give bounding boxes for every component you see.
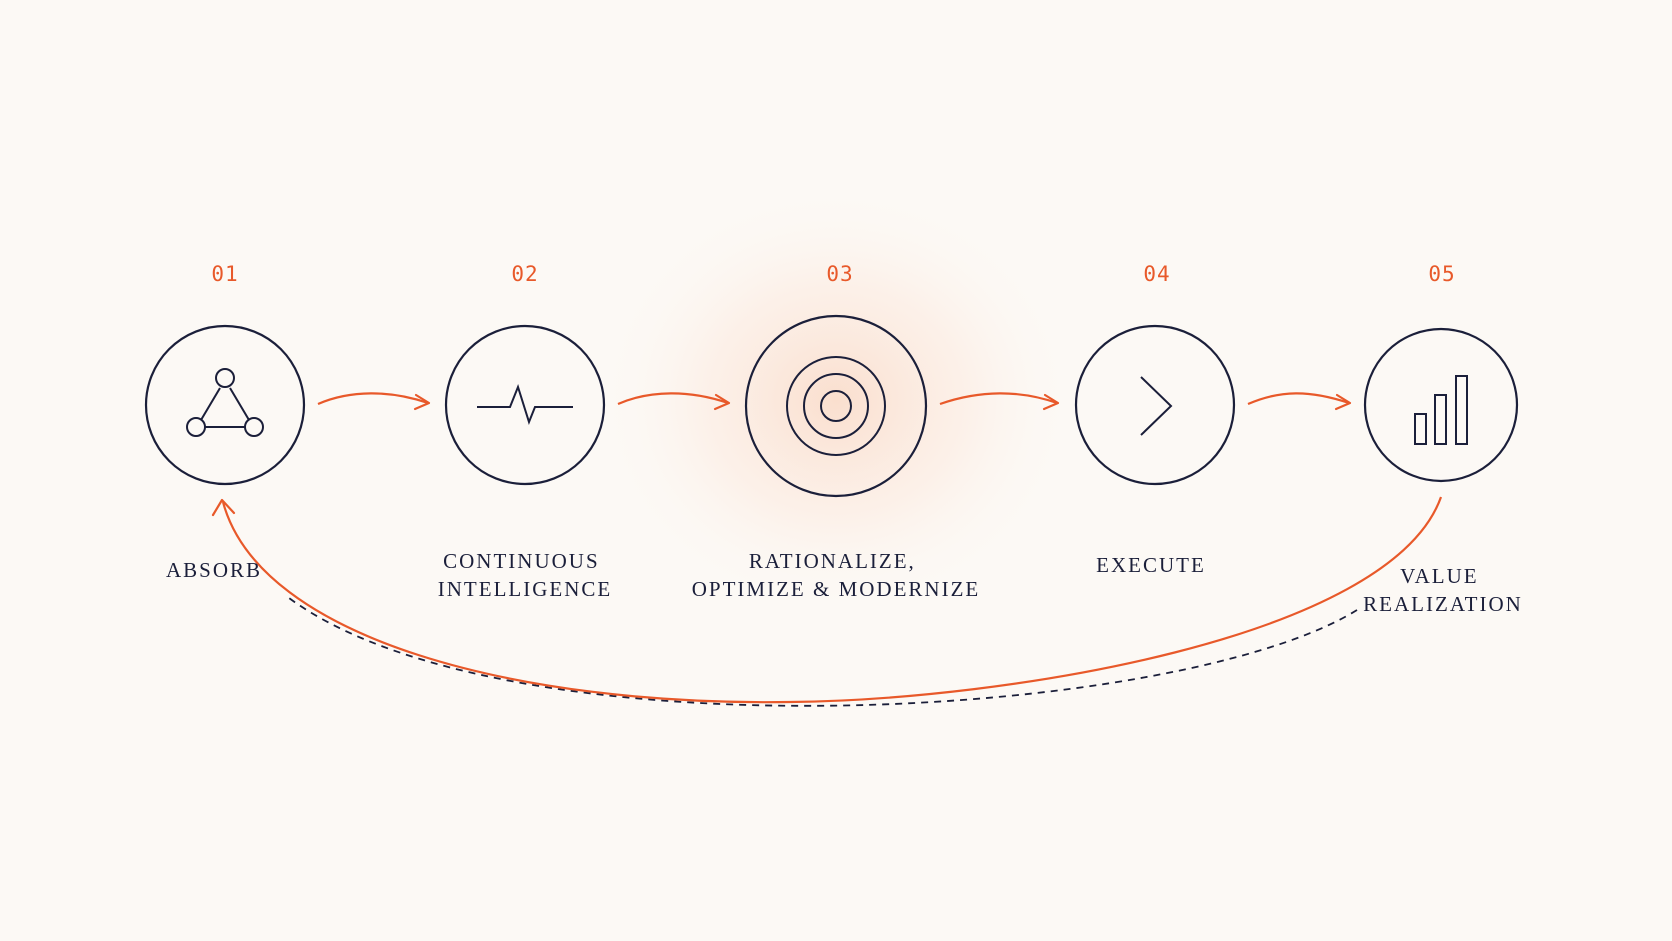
step-number-03: 03 (826, 262, 853, 286)
step-number-01: 01 (211, 262, 238, 286)
connector-03-04 (939, 392, 1060, 411)
step-circle-05 (1363, 327, 1519, 483)
step-label-05: VALUE REALIZATION (1363, 564, 1523, 616)
step-circle-03 (744, 314, 928, 498)
step-label-03: RATIONALIZE, OPTIMIZE & MODERNIZE (692, 549, 980, 601)
chevron-right-icon (1140, 376, 1173, 436)
step-number-02: 02 (511, 262, 538, 286)
loop-return-arc (221, 496, 1443, 704)
network-triangle-icon (186, 368, 264, 437)
loop-dashed-arc (284, 594, 1358, 707)
loop-return-arrowhead (211, 498, 236, 517)
step-05: 05 VALUE REALIZATION (1363, 262, 1523, 616)
pulse-icon (477, 384, 573, 425)
step-04: 04 EXECUTE (1074, 262, 1236, 577)
connector-02-03 (617, 392, 731, 411)
step-label-04: EXECUTE (1096, 553, 1206, 577)
connector-04-05 (1247, 392, 1352, 411)
step-label-01: ABSORB (166, 558, 262, 582)
step-circle-01 (144, 324, 306, 486)
step-circle-04 (1074, 324, 1236, 486)
bar-chart-icon (1414, 375, 1468, 445)
connector-01-02 (317, 392, 431, 411)
step-03: 03 RATIONALIZE, OPTIMIZE & MODERNIZE (692, 262, 980, 601)
step-number-05: 05 (1428, 262, 1455, 286)
step-label-02: CONTINUOUS INTELLIGENCE (438, 549, 612, 601)
step-circle-02 (444, 324, 606, 486)
step-02: 02 CONTINUOUS INTELLIGENCE (438, 262, 612, 601)
step-number-04: 04 (1143, 262, 1170, 286)
step-01: 01 ABSORB (144, 262, 306, 582)
highlight-glow (596, 185, 1076, 615)
target-icon (786, 356, 886, 456)
